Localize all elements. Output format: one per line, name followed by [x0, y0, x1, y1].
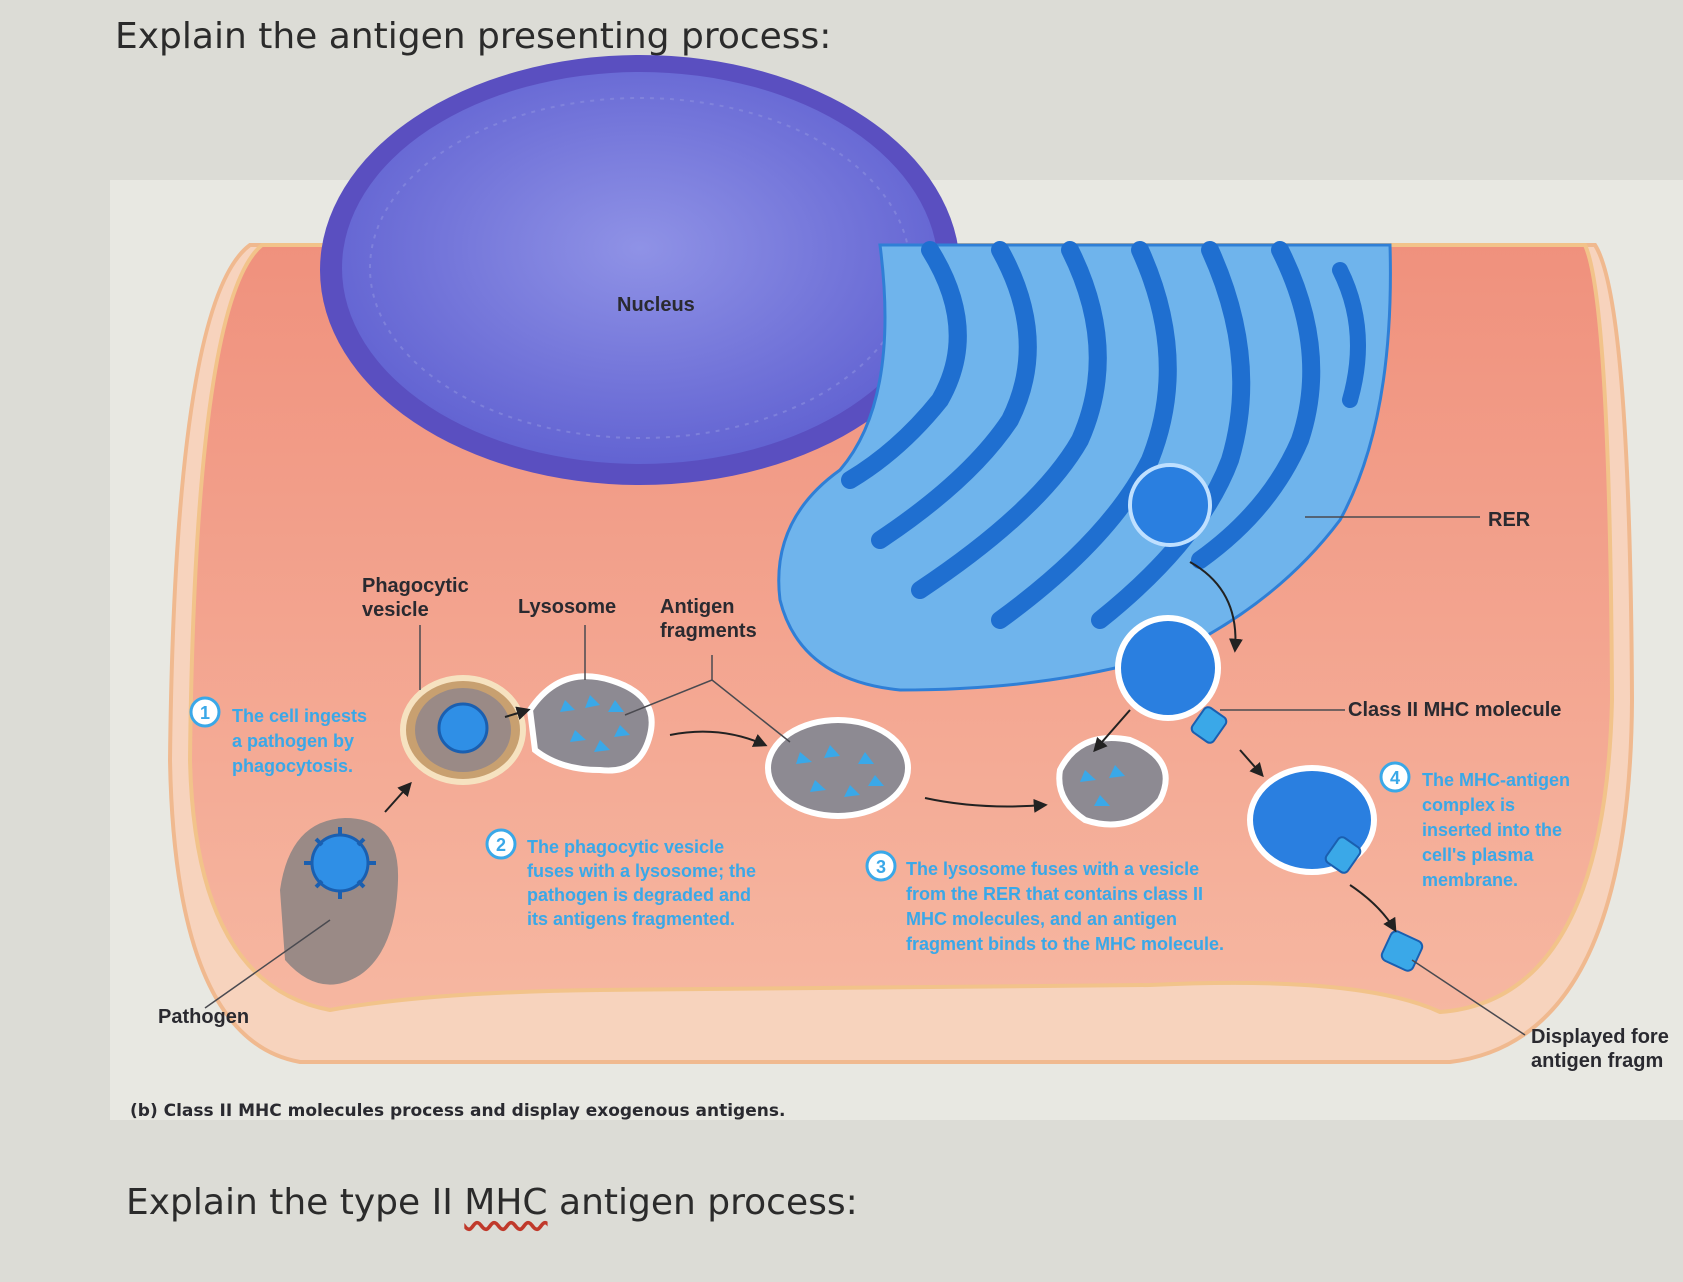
label-class-ii-mhc-molecule: Class II MHC molecule	[1348, 699, 1561, 721]
step-4-badge: 4	[1379, 761, 1411, 793]
step-3-number: 3	[876, 857, 886, 877]
question-1-text: Explain the antigen presenting process:	[115, 16, 832, 57]
step-4-text-line2: complex is	[1422, 795, 1515, 815]
label-lysosome: Lysosome	[518, 596, 616, 618]
lysosome-rer-vesicle-fusion	[1056, 615, 1228, 828]
step-2-badge: 2	[485, 828, 517, 860]
label-antigen-fragments-line2: fragments	[660, 620, 757, 642]
label-pathogen: Pathogen	[158, 1006, 249, 1028]
label-rer: RER	[1488, 509, 1531, 531]
label-nucleus: Nucleus	[617, 294, 695, 316]
step-1-text-line1: The cell ingests	[232, 706, 367, 726]
phagocytic-vesicle	[400, 675, 526, 785]
step-4-text-line3: inserted into the	[1422, 820, 1562, 840]
step-4-number: 4	[1390, 768, 1400, 788]
step-2-text-line1: The phagocytic vesicle	[527, 837, 724, 857]
step-1-text-line3: phagocytosis.	[232, 756, 353, 776]
question-2-suffix: antigen process:	[547, 1182, 858, 1223]
step-2-text-line2: fuses with a lysosome; the	[527, 861, 756, 881]
step-3-text-line2: from the RER that contains class II	[906, 884, 1203, 904]
step-2-number: 2	[496, 835, 506, 855]
step-4-text-line1: The MHC-antigen	[1422, 770, 1570, 790]
label-antigen-fragments-line1: Antigen	[660, 596, 734, 618]
step-3-text-line1: The lysosome fuses with a vesicle	[906, 859, 1199, 879]
lysosome	[526, 673, 655, 774]
degradation-vesicle	[765, 717, 911, 819]
mhc-antigen-vesicle	[1247, 765, 1377, 875]
question-2-mhc-spellcheck: MHC	[464, 1182, 548, 1223]
leader-lines	[204, 516, 1526, 1036]
step-3-text-line3: MHC molecules, and an antigen	[906, 909, 1177, 929]
step-2-text-line4: its antigens fragmented.	[527, 909, 735, 929]
process-arrows	[384, 561, 1397, 933]
nucleus	[320, 55, 960, 485]
antigen-fragments	[560, 695, 630, 752]
rer	[777, 241, 1392, 692]
label-phagocytic-vesicle-line1: Phagocytic	[362, 575, 469, 597]
label-displayed-line1: Displayed fore	[1531, 1026, 1669, 1048]
figure-caption: (b) Class II MHC molecules process and d…	[130, 1101, 785, 1121]
question-2-text: Explain the type II MHC antigen process:	[126, 1182, 858, 1223]
step-1-badge: 1	[189, 696, 221, 728]
step-4-text-line4: cell's plasma	[1422, 845, 1534, 865]
step-2-text-line3: pathogen is degraded and	[527, 885, 751, 905]
step-4-text-line5: membrane.	[1422, 870, 1518, 890]
pathogen	[280, 818, 399, 985]
step-3-text-line4: fragment binds to the MHC molecule.	[906, 934, 1224, 954]
label-displayed-line2: antigen fragm	[1531, 1050, 1663, 1072]
step-3-badge: 3	[865, 850, 897, 882]
step-1-number: 1	[200, 703, 210, 723]
step-1-text-line2: a pathogen by	[232, 731, 354, 751]
label-phagocytic-vesicle-line2: vesicle	[362, 599, 429, 621]
question-2-prefix: Explain the type II	[126, 1182, 465, 1223]
